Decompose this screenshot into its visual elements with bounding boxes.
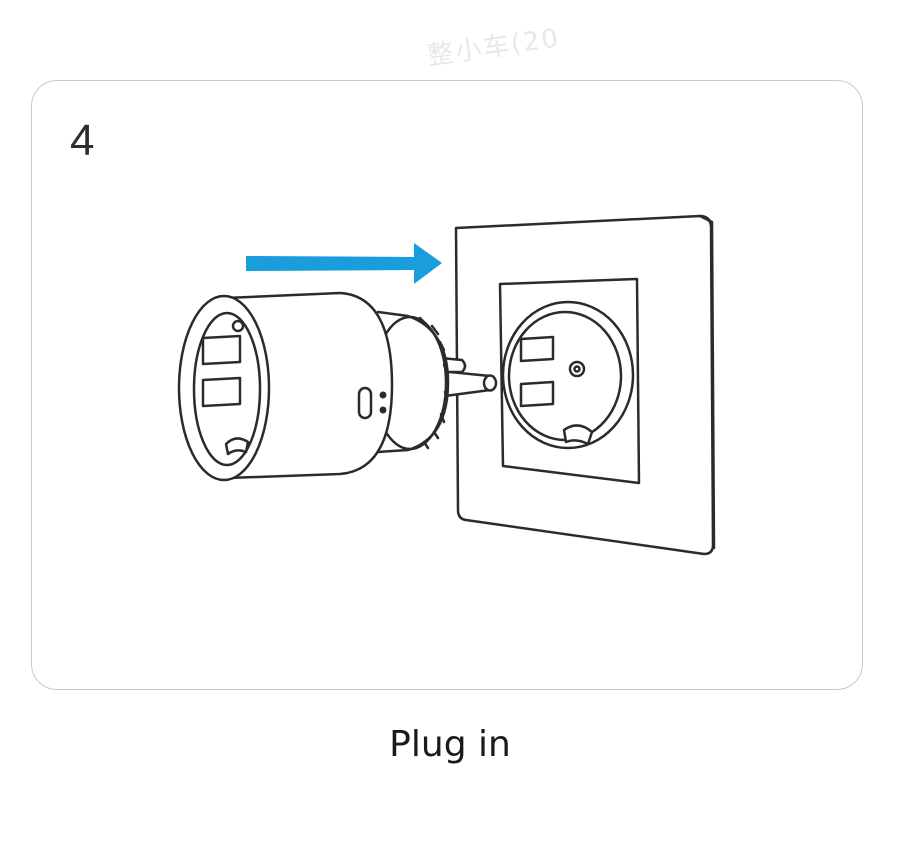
plug-pins-icon — [372, 310, 498, 454]
led-indicator-icon — [379, 391, 387, 399]
wall-socket-icon — [454, 214, 716, 556]
smart-plug-button — [357, 386, 373, 420]
socket-cup — [501, 300, 635, 450]
arrow-right-icon — [246, 243, 442, 284]
smart-plug-body — [223, 291, 394, 480]
smart-plug-icon — [177, 291, 394, 482]
step-caption: Plug in — [389, 724, 511, 765]
step-number: 4 — [70, 116, 95, 165]
